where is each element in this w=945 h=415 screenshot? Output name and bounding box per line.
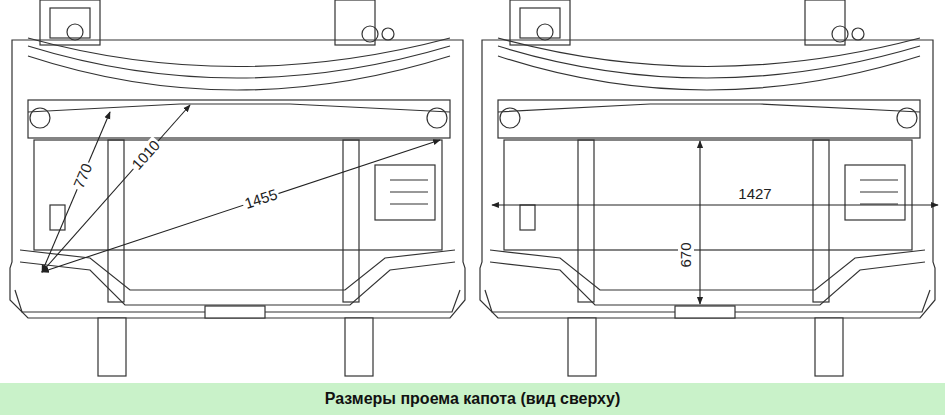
dimension-label: 1010 <box>128 136 165 174</box>
caption-band: Размеры проема капота (вид сверху) <box>0 383 945 415</box>
dimension-label: 770 <box>70 160 96 193</box>
dimension-label: 1427 <box>736 186 773 202</box>
dimension-label: 1455 <box>241 186 281 213</box>
dimension-line <box>492 204 938 205</box>
dimension-line <box>42 140 440 272</box>
body-left-view <box>10 0 465 376</box>
dimension-line <box>699 141 700 304</box>
dimension-line <box>42 112 110 272</box>
dimension-label: 670 <box>678 240 694 269</box>
body-right-view <box>480 0 935 376</box>
